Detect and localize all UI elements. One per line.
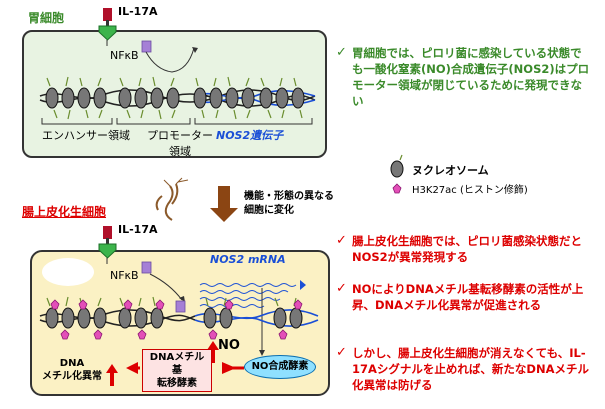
promoter-label: プロモーター 領域 (147, 129, 213, 158)
receptor-top (98, 25, 117, 41)
nfkb-label-top: NFκB (110, 49, 139, 62)
bacteria-icon (155, 183, 179, 221)
note-il17a-block: ✓しかし、腸上皮化生細胞が消えなくても、IL-17Aシグナルを止めれば、新たなD… (336, 345, 589, 392)
legend-h3k27ac-icon (392, 183, 402, 194)
legend-nucleosome-icon (390, 160, 404, 178)
transition-arrow (210, 186, 238, 222)
il17a-label-top: IL-17A (118, 5, 158, 18)
dna-methyltransferase-box: DNAメチル基 転移酵素 (142, 349, 212, 392)
top-cell-title: 胃細胞 (28, 11, 65, 25)
enhancer-label: エンハンサー領域 (42, 129, 130, 142)
nfkb-top (141, 40, 152, 53)
nos2-gene-label: NOS2遺伝子 (216, 129, 284, 142)
no-synthase: NO合成酵素 (244, 355, 316, 379)
nos2-mrna-waves (199, 283, 297, 308)
bottom-nucleosomes (45, 307, 303, 329)
vacuole (42, 258, 94, 286)
il17a-receptor-bottom (103, 226, 112, 239)
note-no-methylation: ✓NOによりDNAメチル基転移酵素の活性が上昇、DNAメチル化異常が促進される (336, 281, 584, 312)
note-stomach-cell: ✓胃細胞では、ピロリ菌に感染している状態でも一酸化窒素(NO)合成遺伝子(NOS… (336, 45, 590, 108)
top-nucleosomes (45, 87, 305, 109)
no-label: NO (218, 338, 240, 353)
up-arrows (106, 341, 219, 386)
bottom-h3k27ac-marks (50, 299, 303, 340)
top-histone-tails (46, 76, 303, 120)
nfkb-bottom (141, 261, 152, 274)
il17a-receptor-top (103, 8, 112, 21)
note-metaplasia: ✓腸上皮化生細胞では、ピロリ菌感染状態だとNOS2が異常発現する (336, 233, 582, 264)
il17a-label-bottom: IL-17A (118, 223, 158, 236)
receptor-bottom (98, 243, 117, 259)
nfkb-label-bottom: NFκB (110, 269, 139, 282)
transition-label: 機能・形態の異なる 細胞に変化 (244, 191, 334, 216)
bottom-cell-title: 腸上皮化生細胞 (22, 205, 107, 219)
dna-methylation-label: DNA メチル化異常 (42, 358, 102, 382)
legend-h3k27ac-label: H3K27ac (ヒストン修飾) (412, 185, 528, 196)
legend-nucleosome-label: ヌクレオソーム (412, 164, 489, 177)
nos2-mrna-label: NOS2 mRNA (210, 253, 286, 266)
